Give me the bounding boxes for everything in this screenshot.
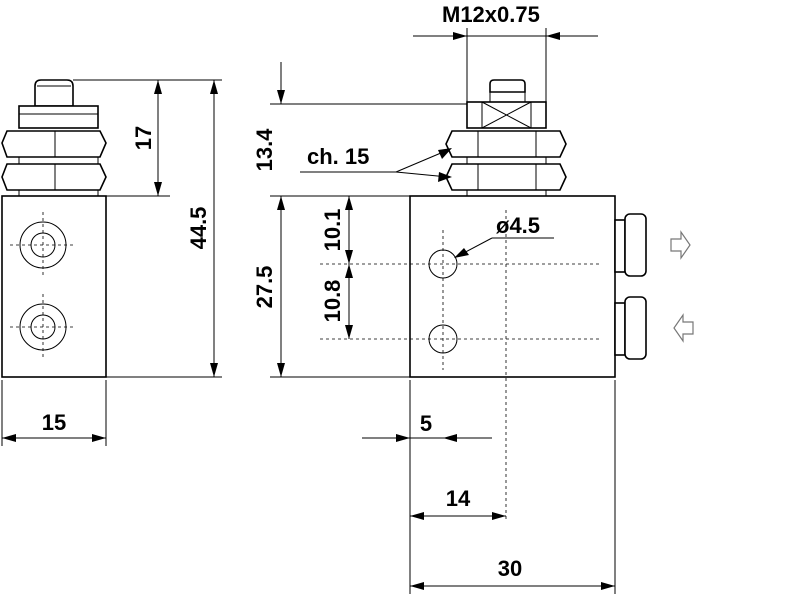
front-view — [320, 79, 694, 520]
dim-hole-diameter-label: ø4.5 — [496, 213, 540, 238]
dim-thread-label: M12x0.75 — [442, 2, 540, 27]
dim-side-actuator-height-label: 17 — [131, 126, 156, 150]
dim-hex-size-label: ch. 15 — [307, 144, 369, 169]
dim-hole-edge-offset-label: 5 — [420, 411, 432, 436]
dim-center-offset-label: 14 — [446, 486, 471, 511]
dim-body-width-label: 30 — [498, 556, 522, 581]
dim-hole-upper-offset-label: 10.1 — [320, 209, 345, 252]
dim-side-total-height-label: 44.5 — [186, 207, 211, 250]
dim-hole-pitch-label: 10.8 — [320, 280, 345, 323]
outlet-arrow-icon — [670, 230, 691, 260]
side-view-dimensions — [1, 79, 222, 446]
dim-body-height-label: 27.5 — [252, 266, 277, 309]
front-view-dimensions — [270, 28, 616, 594]
side-view — [1, 79, 107, 378]
dim-side-width-label: 15 — [42, 410, 66, 435]
dim-thread-height-label: 13.4 — [252, 128, 277, 172]
inlet-arrow-icon — [673, 313, 694, 343]
